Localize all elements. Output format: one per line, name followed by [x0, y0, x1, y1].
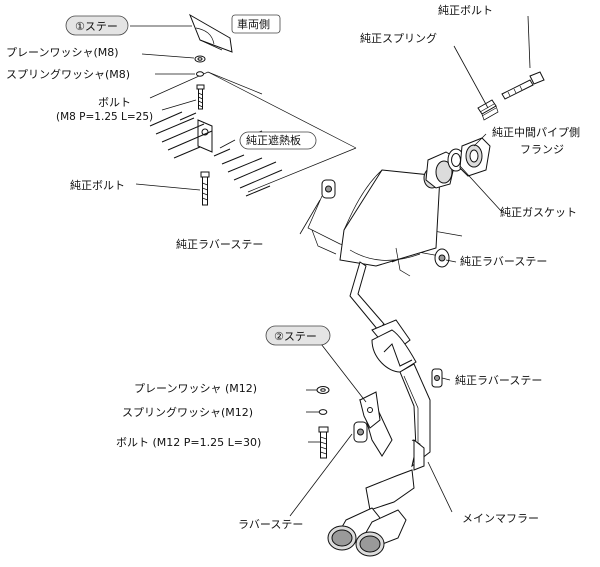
plain-washer-m12-icon [316, 386, 330, 394]
bolt-m12-icon [318, 426, 329, 459]
label-oem-bolt-left: 純正ボルト [70, 179, 125, 192]
label-vehicle-side: 車両側 [231, 14, 281, 34]
label-oem-bolt-top: 純正ボルト [438, 4, 493, 17]
leader-lines [130, 15, 531, 517]
label-plain-washer-m8: プレーンワッシャ(M8) [6, 46, 119, 59]
label-oem-heat-shield-text: 純正遮熱板 [246, 133, 301, 147]
main-pipe [349, 261, 431, 471]
label-main-muffler: メインマフラー [462, 512, 539, 525]
label-oem-rubber-stay-right: 純正ラバーステー [460, 255, 547, 268]
label-oem-gasket: 純正ガスケット [500, 206, 577, 219]
label-oem-rubber-stay-left: 純正ラバーステー [176, 238, 263, 251]
label-plain-washer-m12: プレーンワッシャ (M12) [134, 382, 257, 395]
spring-washer-m12-icon [318, 409, 328, 415]
rubber-stay-left-icon [321, 179, 336, 199]
label-oem-mid-pipe-flange-2: フランジ [520, 143, 564, 156]
label-oem-rubber-stay-mid: 純正ラバーステー [455, 374, 542, 387]
label-spring-washer-m12: スプリングワッシャ(M12) [122, 405, 253, 419]
front-silencer [339, 167, 441, 277]
rubber-stay-mid-icon [431, 368, 443, 388]
heat-shield-hatching [149, 111, 283, 197]
mid-pipe-flange-icon [459, 137, 491, 177]
label-vehicle-side-text: 車両側 [237, 17, 270, 31]
label-oem-spring: 純正スプリング [360, 31, 437, 45]
label-stay2-text: ②ステー [274, 330, 317, 343]
label-rubber-stay: ラバーステー [238, 518, 303, 531]
oem-spring-icon [477, 99, 499, 121]
label-oem-mid-pipe-flange: 純正中間パイプ側 [492, 126, 580, 139]
label-stay2: ②ステー [265, 325, 331, 346]
oem-bolt-left-icon [200, 171, 210, 206]
label-bolt-m8: ボルト [98, 96, 131, 109]
label-bolt-m8-spec: (M8 P=1.25 L=25) [56, 111, 153, 123]
bolt-m8-icon [196, 84, 205, 110]
label-stay1-text: ①ステー [75, 20, 118, 33]
tailpipes [327, 469, 415, 557]
oem-bolt-top-icon [501, 71, 545, 100]
plain-washer-m8-icon [194, 55, 206, 63]
rubber-stay-right-icon [434, 248, 450, 268]
label-oem-heat-shield: 純正遮熱板 [239, 131, 317, 150]
label-stay1: ①ステー [65, 15, 129, 36]
spring-washer-m8-icon [196, 71, 204, 77]
stay1-bracket [189, 13, 233, 153]
label-spring-washer-m8: スプリングワッシャ(M8) [6, 67, 130, 81]
label-bolt-m12: ボルト (M12 P=1.25 L=30) [116, 436, 261, 449]
